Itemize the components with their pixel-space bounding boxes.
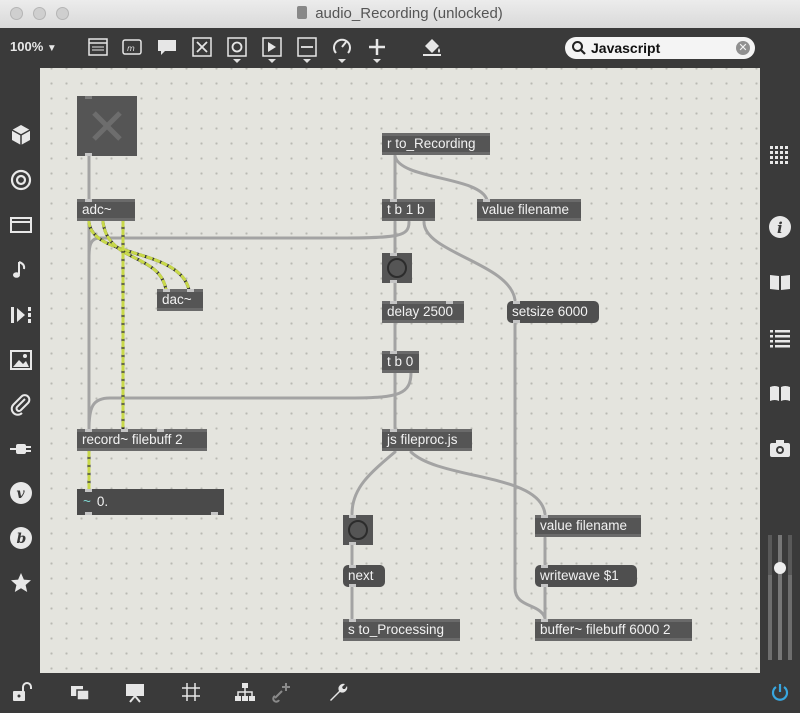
- receive-to-recording-object[interactable]: r to_Recording: [382, 133, 490, 155]
- video-icon[interactable]: [9, 213, 33, 237]
- slider-menu-caret[interactable]: [303, 59, 311, 63]
- svg-text:i: i: [777, 219, 783, 237]
- bang-button-2[interactable]: [343, 515, 373, 545]
- dial-icon[interactable]: [331, 36, 353, 58]
- left-sidebar: v b: [0, 68, 40, 673]
- setsize-message[interactable]: setsize 6000: [507, 301, 599, 323]
- cord-trigger-record: [87, 220, 411, 260]
- patch-cords: [87, 154, 547, 620]
- add-patcher-icon[interactable]: [270, 681, 292, 703]
- music-note-icon[interactable]: [9, 258, 33, 282]
- gain-slider-knob[interactable]: [774, 562, 786, 574]
- search-icon: [572, 41, 586, 55]
- target-icon[interactable]: [9, 168, 33, 192]
- svg-text:b: b: [17, 531, 27, 547]
- toggle-icon[interactable]: [191, 36, 213, 58]
- js-fileproc-object[interactable]: js fileproc.js: [382, 429, 472, 451]
- number-menu-caret[interactable]: [268, 59, 276, 63]
- wrench-icon[interactable]: [327, 681, 349, 703]
- ezdac-power-icon: [92, 111, 122, 141]
- cord-trigger2-record: [87, 370, 413, 432]
- number-tilde-display[interactable]: ~0.: [77, 489, 224, 515]
- plug-icon[interactable]: [9, 438, 33, 462]
- beap-icon[interactable]: b: [9, 526, 33, 550]
- adc-object[interactable]: adc~: [77, 199, 135, 221]
- trigger-object-1[interactable]: t b 1 b: [382, 199, 435, 221]
- svg-text:v: v: [17, 486, 26, 502]
- bang-menu-caret[interactable]: [233, 59, 241, 63]
- search-input[interactable]: [591, 39, 731, 57]
- presentation-icon[interactable]: [87, 36, 109, 58]
- comment-icon[interactable]: [156, 36, 178, 58]
- cord-js-bang2: [350, 450, 397, 516]
- bottom-toolbar: [0, 673, 800, 713]
- book-open-icon[interactable]: [768, 270, 792, 294]
- value-filename-object-1[interactable]: value filename: [477, 199, 581, 221]
- list-icon[interactable]: [768, 326, 792, 350]
- svg-text:m: m: [127, 44, 135, 53]
- presentation-screen-icon[interactable]: [124, 681, 146, 703]
- slider-icon[interactable]: [296, 36, 318, 58]
- image-icon[interactable]: [9, 348, 33, 372]
- search-field[interactable]: ✕: [565, 37, 755, 59]
- delay-object[interactable]: delay 2500: [382, 301, 464, 323]
- bang-button-1[interactable]: [382, 253, 412, 283]
- number-icon[interactable]: [261, 36, 283, 58]
- star-icon[interactable]: [9, 571, 33, 595]
- 3d-box-icon[interactable]: [9, 123, 33, 147]
- power-icon[interactable]: [770, 682, 790, 702]
- paperclip-icon[interactable]: [9, 393, 33, 417]
- record-object[interactable]: record~ filebuff 2: [77, 429, 207, 451]
- trigger-object-2[interactable]: t b 0: [382, 351, 419, 373]
- minimize-window-button[interactable]: [33, 7, 46, 20]
- clear-search-icon[interactable]: ✕: [736, 41, 750, 55]
- hierarchy-icon[interactable]: [234, 681, 256, 703]
- lock-icon[interactable]: [10, 681, 32, 703]
- vizzie-icon[interactable]: v: [9, 481, 33, 505]
- cord-js-value2: [409, 450, 547, 516]
- send-to-processing-object[interactable]: s to_Processing: [343, 619, 460, 641]
- zoom-menu[interactable]: 100% ▼: [10, 39, 57, 54]
- writewave-message[interactable]: writewave $1: [535, 565, 637, 587]
- add-icon[interactable]: [366, 36, 388, 58]
- signal-tilde-icon: ~: [83, 494, 91, 509]
- paint-bucket-icon[interactable]: [421, 36, 443, 58]
- window-title: audio_Recording (unlocked): [315, 5, 503, 22]
- ezdac-button[interactable]: [77, 96, 137, 156]
- reference-icon[interactable]: [768, 381, 792, 405]
- message-box-icon[interactable]: m: [121, 36, 143, 58]
- dac-object[interactable]: dac~: [157, 289, 203, 311]
- dial-menu-caret[interactable]: [338, 59, 346, 63]
- toolbar: 100% ▼ m ✕: [0, 28, 800, 68]
- windows-icon[interactable]: [69, 681, 91, 703]
- cord-receive-value: [393, 154, 489, 202]
- add-menu-caret[interactable]: [373, 59, 381, 63]
- cord-setsize-buffer: [513, 322, 547, 620]
- patcher-canvas[interactable]: adc~ dac~ record~ filebuff 2 ~0. r to_Re…: [40, 68, 760, 673]
- title-bar: audio_Recording (unlocked): [0, 0, 800, 29]
- close-window-button[interactable]: [10, 7, 23, 20]
- grid-dots-icon[interactable]: [768, 143, 792, 167]
- document-icon: [297, 6, 308, 19]
- output-level-meter[interactable]: [768, 535, 792, 660]
- value-filename-object-2[interactable]: value filename: [535, 515, 641, 537]
- grid-icon[interactable]: [180, 681, 202, 703]
- snapshot-camera-icon[interactable]: [768, 436, 792, 460]
- zoom-window-button[interactable]: [56, 7, 69, 20]
- info-icon[interactable]: i: [768, 215, 792, 239]
- next-message[interactable]: next: [343, 565, 385, 587]
- bang-icon[interactable]: [226, 36, 248, 58]
- zoom-level: 100%: [10, 39, 44, 54]
- buffer-object[interactable]: buffer~ filebuff 6000 2: [535, 619, 692, 641]
- transport-icon[interactable]: [9, 303, 33, 327]
- cord-trigger-setsize: [422, 220, 517, 302]
